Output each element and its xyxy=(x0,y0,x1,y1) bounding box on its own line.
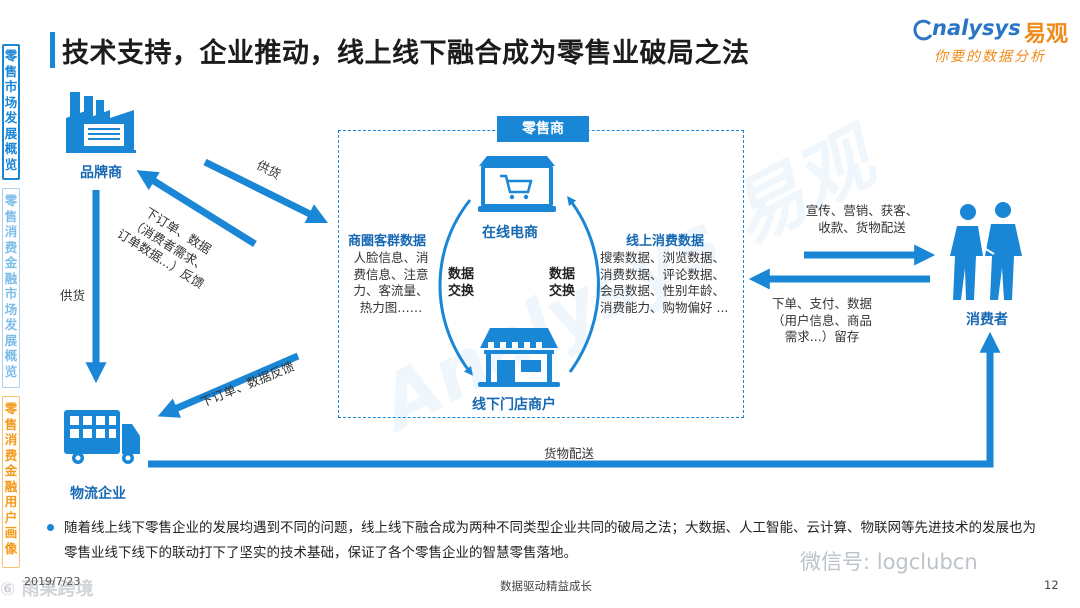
label-delivery: 货物配送 xyxy=(544,446,595,461)
side-tab-consumer-finance-user-profile[interactable]: 零售消费金融用户画像 xyxy=(2,396,20,568)
watermark-right: 微信号: logclubcn xyxy=(800,550,978,574)
factory-icon xyxy=(66,92,136,153)
exchange-curve-right xyxy=(567,196,600,373)
title-accent-bar xyxy=(50,32,55,68)
offline-store-label: 线下门店商户 xyxy=(472,397,556,413)
arrow-retailer-to-brand xyxy=(136,170,257,247)
brand-label: 品牌商 xyxy=(80,165,122,181)
online-ecommerce-label: 在线电商 xyxy=(482,225,538,241)
circle-data-title: 商圈客群数据 xyxy=(348,234,427,249)
logistics-label: 物流企业 xyxy=(70,486,126,502)
circle-data-body: 人脸信息、消 费信息、注意 力、客流量、 热力图…… xyxy=(353,250,429,315)
analysys-logo: nalysys 易观 你要的数据分析 xyxy=(908,16,1068,72)
side-tab-consumer-finance-overview[interactable]: 零售消费金融市场发展概览 xyxy=(2,188,20,388)
footer-date: 2019/7/23 xyxy=(24,575,81,588)
exchange-curve-left xyxy=(438,199,473,376)
arrow-retailer-to-logistics xyxy=(157,352,300,418)
data-exchange-left: 数据交换 xyxy=(448,267,475,299)
online-data-body: 搜索数据、浏览数据、 消费数据、评论数据、 会员数据、性别年龄、 消费能力、购物… xyxy=(600,250,729,315)
watermark-left: ⑥ 雨果跨境 xyxy=(0,579,94,600)
data-exchange-right: 数据交换 xyxy=(549,267,576,299)
bullet-dot xyxy=(47,524,54,531)
arrow-delivery-to-consumer xyxy=(148,331,1001,468)
consumer-label: 消费者 xyxy=(966,312,1008,328)
online-data-title: 线上消费数据 xyxy=(626,234,705,249)
page-title: 技术支持，企业推动，线上线下融合成为零售业破局之法 xyxy=(62,38,750,69)
label-supply-brand-logistics: 供货 xyxy=(60,288,86,303)
arrow-brand-to-retailer xyxy=(203,158,329,224)
truck-icon xyxy=(64,410,140,464)
side-tab-market-overview[interactable]: 零售市场发展概览 xyxy=(2,44,20,180)
label-from-consumer: 下单、支付、数据 （用户信息、商品 需求...）留存 xyxy=(771,296,872,344)
logo-chinese: 易观 xyxy=(1024,22,1069,47)
logo-swoosh-icon xyxy=(913,19,933,41)
summary-text: 随着线上线下零售企业的发展均遇到不同的问题，线上线下融合成为两种不同类型企业共同… xyxy=(64,520,1036,561)
online-store-icon xyxy=(478,156,556,212)
page-number: 12 xyxy=(1044,578,1059,592)
offline-shop-icon xyxy=(478,328,560,387)
label-to-consumer: 宣传、营销、获客、 收款、货物配送 xyxy=(805,203,919,235)
footer-slogan: 数据驱动精益成长 xyxy=(500,579,592,593)
logo-slogan: 你要的数据分析 xyxy=(934,49,1046,65)
logo-english: nalysys xyxy=(932,16,1021,40)
consumers-icon xyxy=(950,202,1022,300)
retailer-tag: 零售商 xyxy=(497,116,589,142)
